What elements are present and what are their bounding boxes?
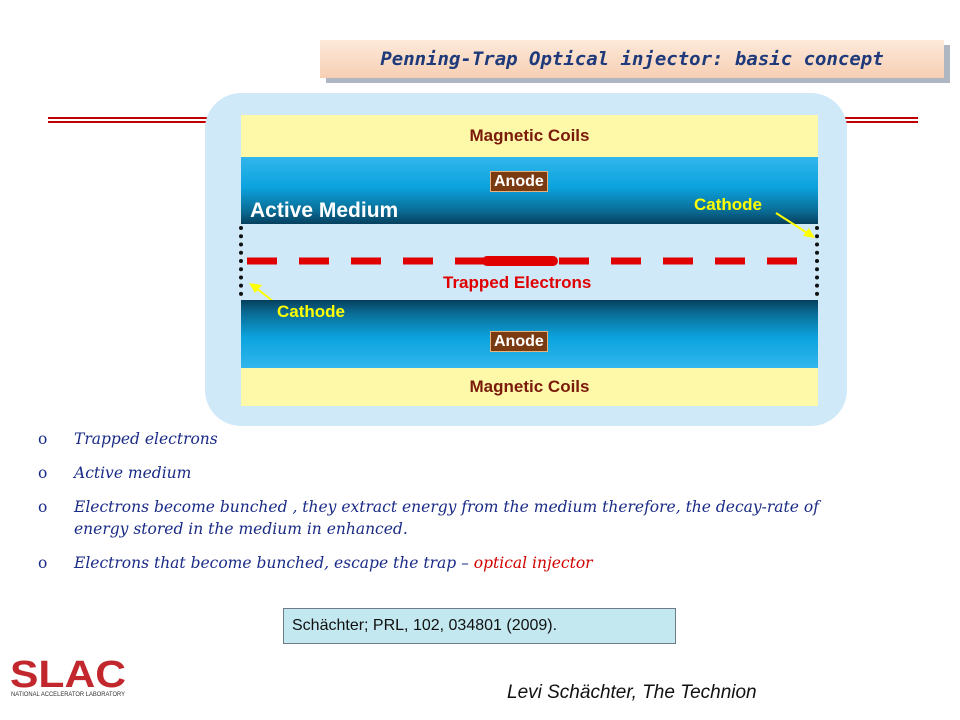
cathode-right-label: Cathode [694,195,762,214]
slac-logo-wordmark: SLAC [10,656,126,696]
magnetic-coils-top: Magnetic Coils [241,115,818,157]
arrowhead-cathode-left [249,283,262,293]
trapped-electrons-label: Trapped Electrons [443,273,592,292]
bullet-text: Trapped electrons [74,430,218,448]
anode-bottom: Anode [490,331,548,352]
optical-injector-highlight: optical injector [473,554,593,572]
slide-title-box: Penning-Trap Optical injector: basic con… [320,40,944,78]
bullet-item: o Trapped electrons [38,428,868,450]
bullet-marker: o [38,554,48,572]
slide-title: Penning-Trap Optical injector: basic con… [380,48,884,70]
magnetic-coils-bottom-label: Magnetic Coils [469,377,590,396]
electron-bunch [482,256,558,266]
reference-text: Schächter; PRL, 102, 034801 (2009). [292,617,558,634]
bullet-list: o Trapped electrons o Active medium o El… [38,428,868,586]
bullet-text: Electrons become bunched , they extract … [74,498,819,538]
title-underline-right-2 [840,121,918,123]
reference-box: Schächter; PRL, 102, 034801 (2009). [283,608,676,644]
bullet-item: o Electrons become bunched , they extrac… [38,496,868,540]
bullet-text: Electrons that become bunched, escape th… [74,554,474,572]
bullet-item: o Active medium [38,462,868,484]
arrowhead-cathode-right [803,228,815,238]
slac-logo: SLAC NATIONAL ACCELERATOR LABORATORY [10,656,126,698]
bullet-text: Active medium [74,464,192,482]
cathode-left-dots [239,226,247,296]
bullet-marker: o [38,498,48,516]
magnetic-coils-top-label: Magnetic Coils [469,126,590,145]
author-credit: Levi Schächter, The Technion [507,682,757,703]
title-underline-left-2 [48,121,238,123]
bullet-marker: o [38,430,48,448]
cathode-right-dots [815,226,823,296]
bullet-item: o Electrons that become bunched, escape … [38,552,868,574]
title-underline-left [48,117,238,119]
active-medium-label: Active Medium [250,199,399,222]
magnetic-coils-bottom: Magnetic Coils [241,368,818,406]
anode-top: Anode [490,171,548,192]
cathode-left-label: Cathode [277,302,345,321]
slac-logo-subtitle: NATIONAL ACCELERATOR LABORATORY [11,692,125,698]
title-underline-right [840,117,918,119]
bullet-marker: o [38,464,48,482]
